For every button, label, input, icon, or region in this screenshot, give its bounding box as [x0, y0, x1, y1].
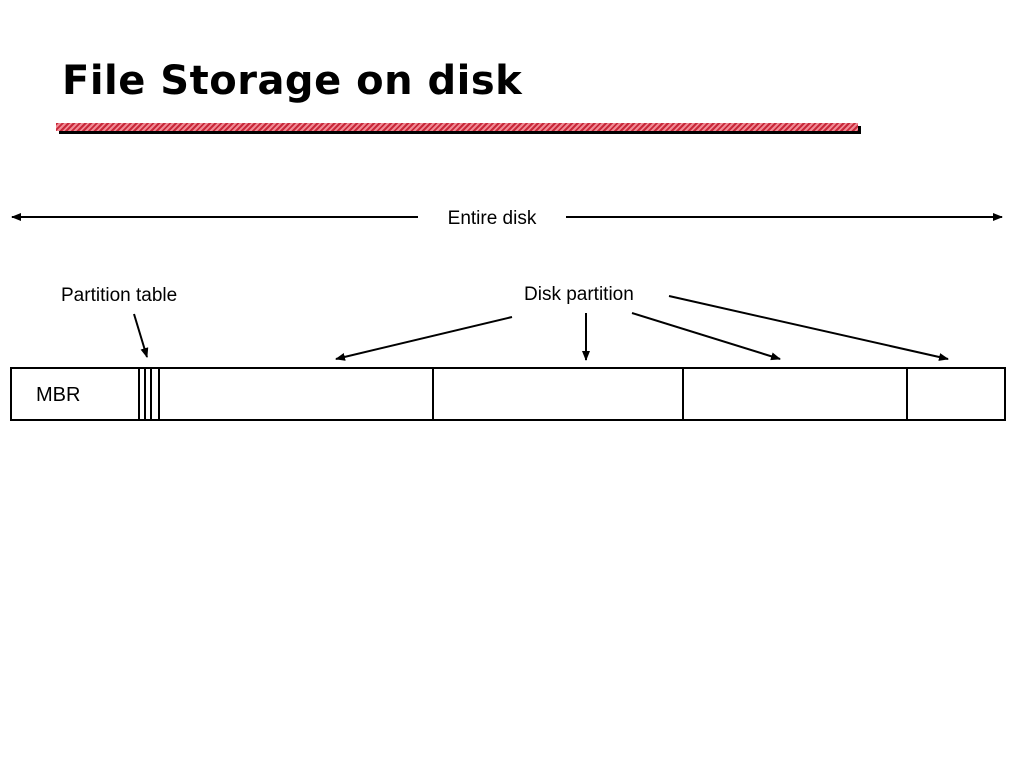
disk-partition-arrow-1 [335, 316, 513, 361]
disk-outline [10, 367, 1006, 421]
disk-partition-arrow-4 [668, 295, 949, 361]
disk-partition-callout: Disk partition [335, 284, 949, 361]
partition-table-label: Partition table [61, 285, 177, 306]
disk-partition-arrow-3 [631, 312, 781, 361]
partition-table-lines [138, 368, 160, 420]
disk-bar: MBR [10, 367, 1006, 421]
slide-title: File Storage on disk [62, 58, 523, 104]
entire-disk-label: Entire disk [448, 208, 537, 229]
mbr-label: MBR [36, 384, 80, 406]
disk-partition-label: Disk partition [524, 284, 634, 305]
partition-table-callout: Partition table [61, 285, 177, 358]
title-underline [56, 123, 858, 131]
entire-disk-span: Entire disk [11, 208, 1003, 229]
partition-table-arrow [133, 313, 149, 358]
